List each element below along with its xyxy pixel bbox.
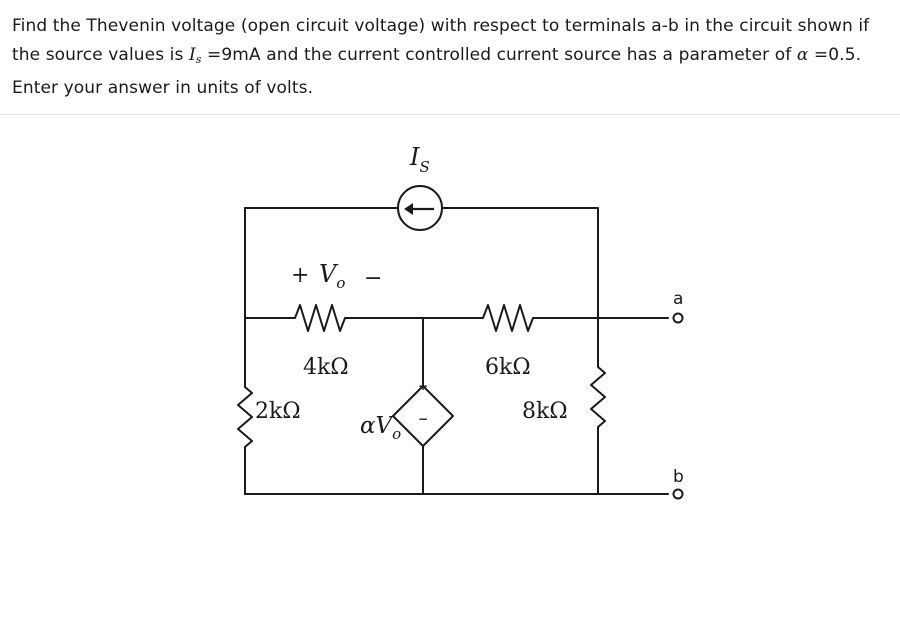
- source-symbol-subscript: s: [195, 53, 202, 66]
- dep-source-plus: +: [418, 379, 428, 393]
- left-wire: [237, 207, 253, 495]
- question-line-2: the source values is Is =9mA and the cur…: [12, 41, 892, 74]
- vo-plus: +: [291, 263, 309, 288]
- dep-source-minus: −: [418, 412, 428, 426]
- resistor-6k-label: 6kΩ: [485, 355, 531, 380]
- question-text: Find the Thevenin voltage (open circuit …: [12, 12, 892, 103]
- top-wire: [244, 207, 599, 319]
- resistor-8k-label: 8kΩ: [522, 399, 568, 424]
- question-line-2-start: the source values is: [12, 45, 189, 65]
- terminal-b-label: b: [673, 467, 684, 487]
- resistor-4k-label: 4kΩ: [303, 355, 349, 380]
- terminal-b: [672, 488, 684, 500]
- middle-wire: [244, 304, 669, 332]
- question-line-1: Find the Thevenin voltage (open circuit …: [12, 16, 870, 36]
- dependent-source-diamond: [392, 385, 454, 447]
- question-line-2-end: =0.5.: [808, 45, 862, 65]
- vo-label: Vo: [319, 260, 345, 292]
- current-source-label: IS: [409, 143, 430, 176]
- question-line-3: Enter your answer in units of volts.: [12, 78, 314, 98]
- source-symbol-letter: I: [188, 45, 196, 65]
- vo-minus: −: [364, 266, 382, 291]
- resistor-2k-label: 2kΩ: [255, 399, 301, 424]
- source-symbol: Is: [188, 45, 202, 66]
- terminal-a: [672, 312, 684, 324]
- divider: [0, 114, 900, 115]
- alpha-symbol: α: [796, 45, 809, 65]
- right-wire: [590, 317, 606, 495]
- terminal-a-label: a: [673, 289, 683, 309]
- current-source-circle: [397, 185, 443, 231]
- current-source-arrow: [404, 203, 434, 215]
- question-line-2-middle: =9mA and the current controlled current …: [201, 45, 797, 65]
- dependent-source-label: αVo: [360, 413, 401, 443]
